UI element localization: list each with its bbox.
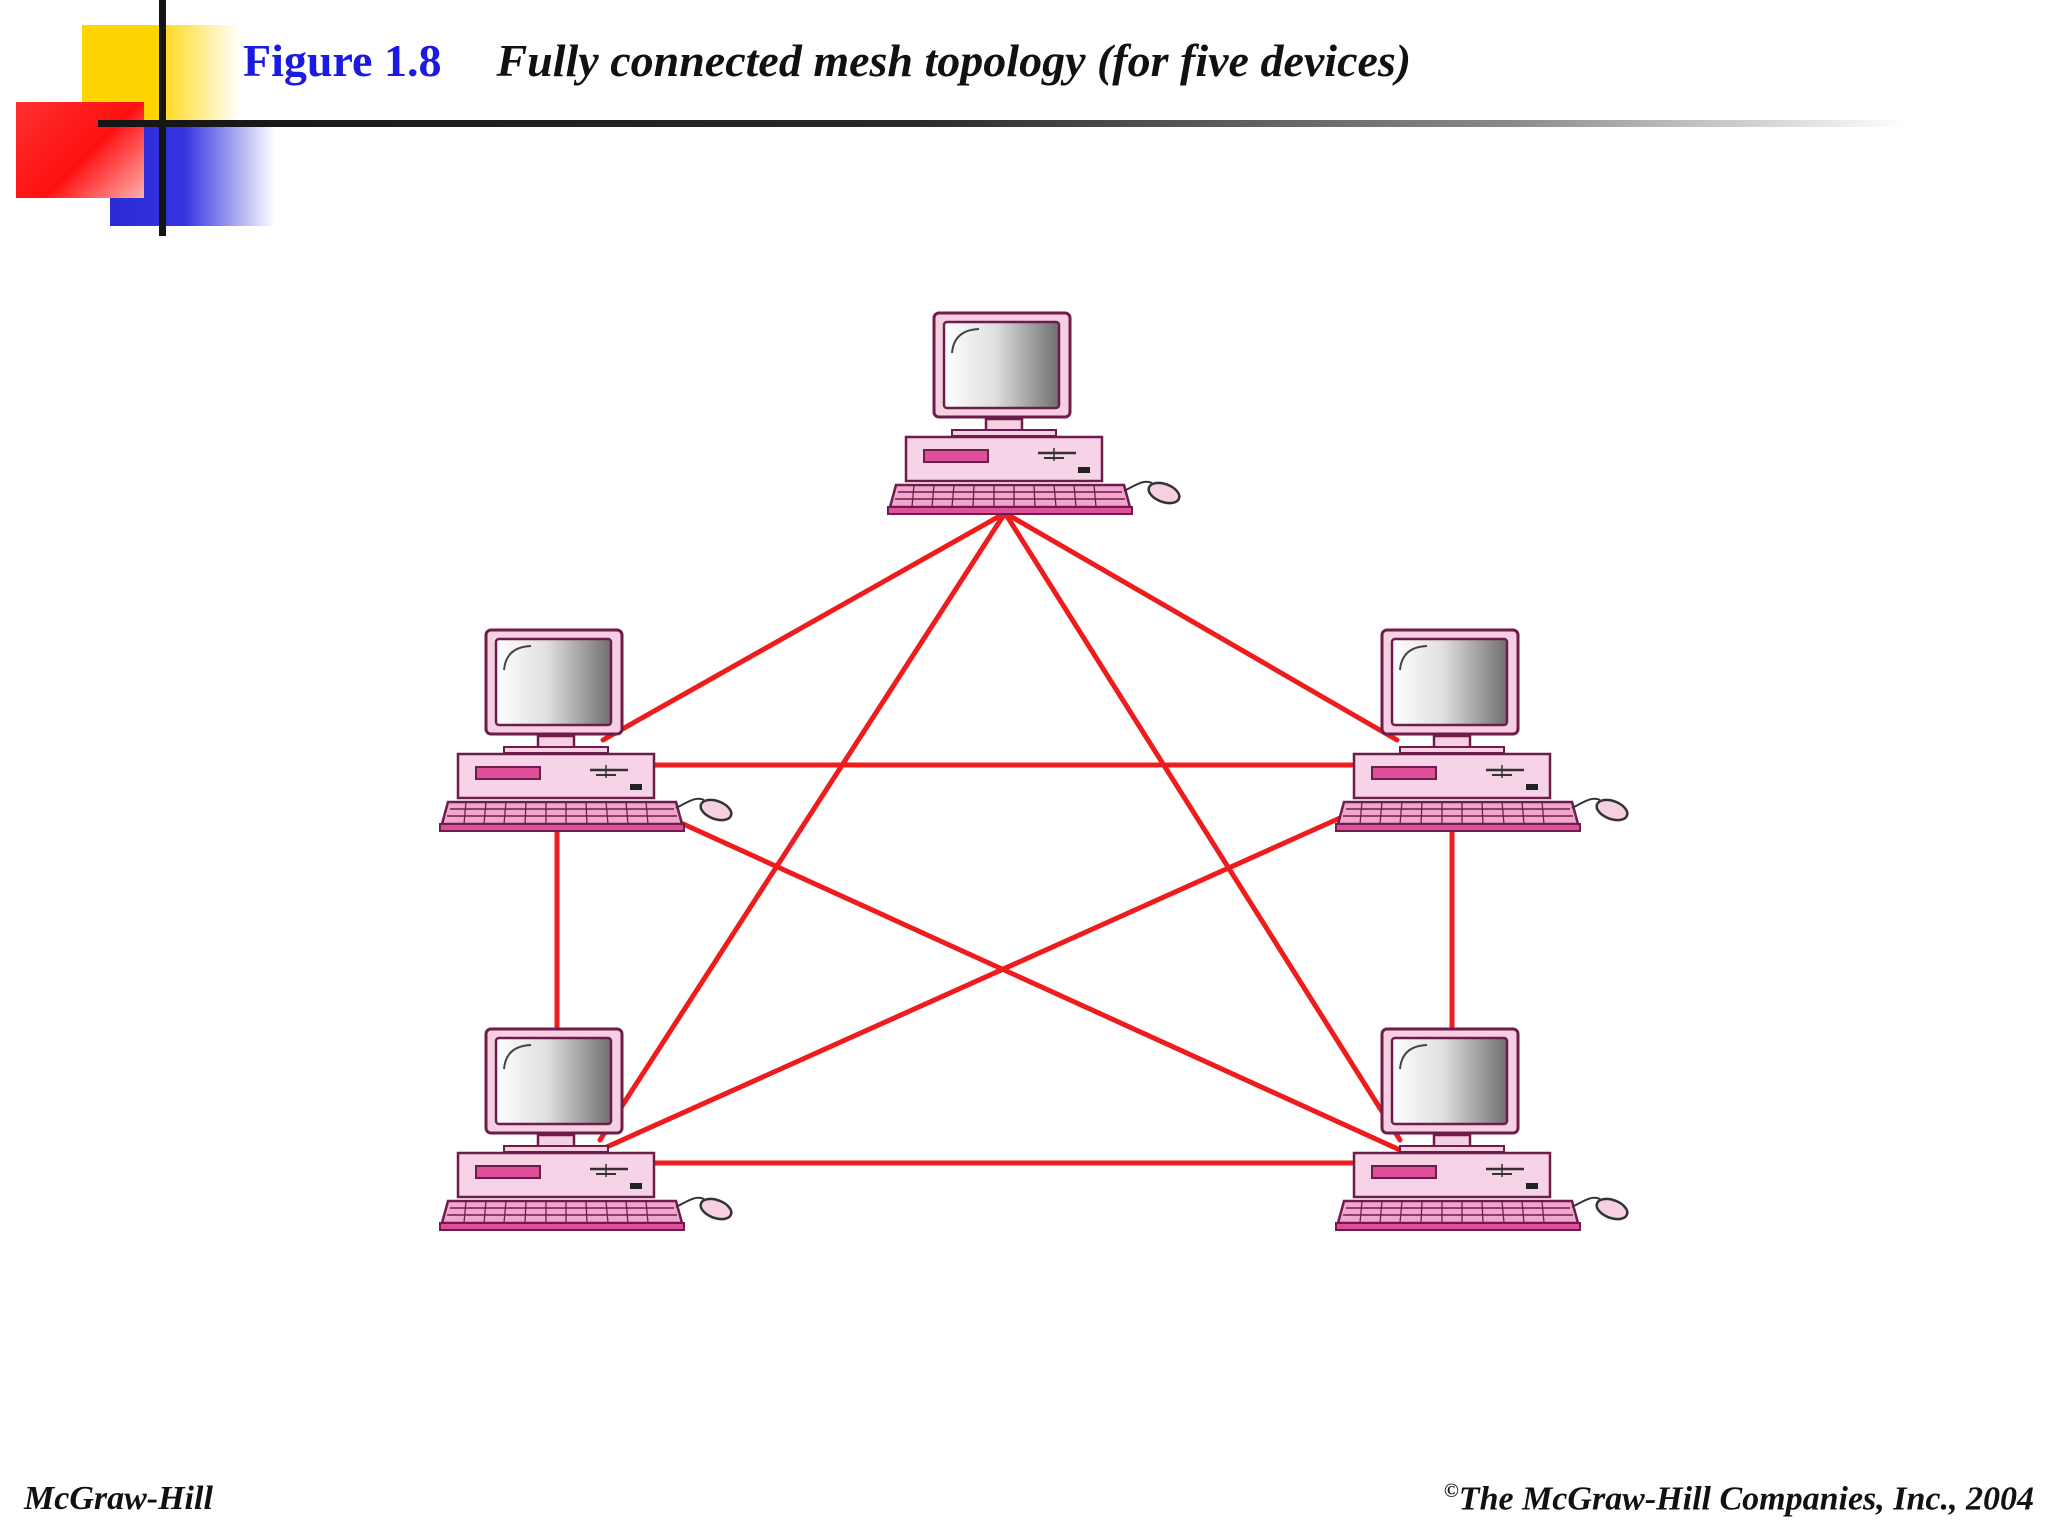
decor-red-square [16,102,144,198]
figure-label: Figure 1.8 [243,35,442,86]
link-top-midleft [600,510,1008,743]
link-top-bottomleft [597,510,1008,1143]
figure-caption: Fully connected mesh topology (for five … [496,35,1412,86]
copyright-symbol: © [1443,1480,1459,1502]
decor-vertical-line [159,0,166,236]
link-top-midright [1002,510,1400,743]
copyright-text: The McGraw-Hill Companies, Inc., 2004 [1458,1480,2034,1518]
computer-bottom-right-icon [1334,1027,1632,1232]
computer-top-icon [886,311,1184,516]
slide-title: Figure 1.8 Fully connected mesh topology… [243,34,1411,104]
footer-publisher: McGraw-Hill [24,1480,213,1517]
mesh-links [554,510,1455,1166]
computer-mid-left-icon [438,628,736,833]
link-midright-bottomleft [597,815,1343,1153]
link-midleft-bottomright [667,815,1403,1153]
decor-title-underline [98,120,1908,127]
computer-bottom-left-icon [438,1027,736,1232]
link-top-bottomright [1002,510,1403,1143]
footer-copyright: ©The McGraw-Hill Companies, Inc., 2004 [1444,1480,2034,1518]
